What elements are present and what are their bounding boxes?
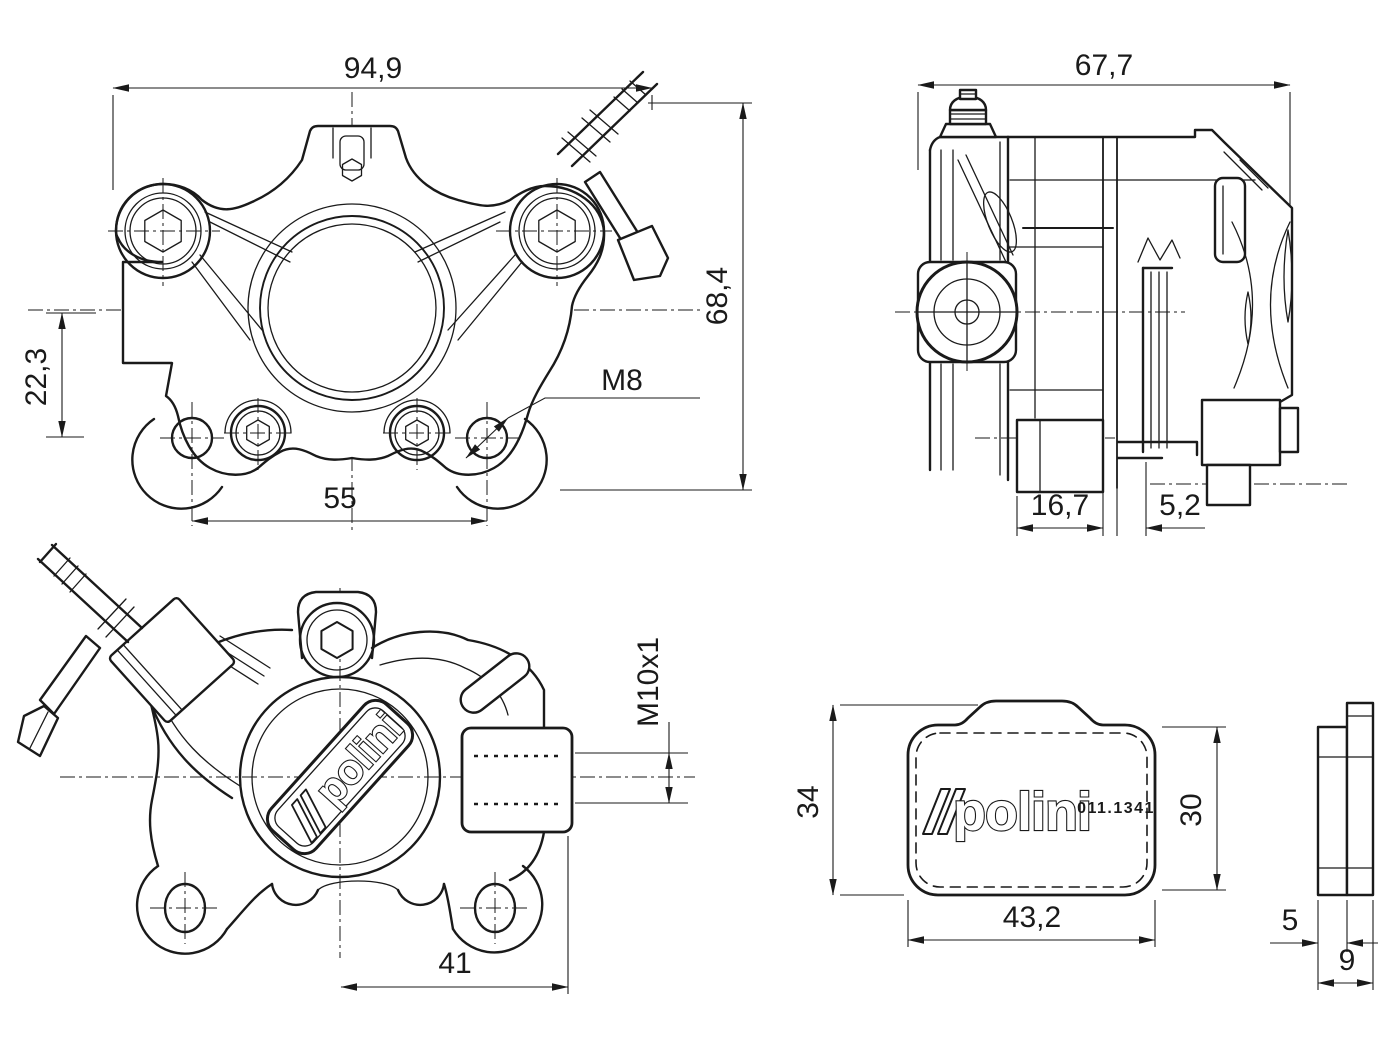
thread-callout-m10: M10x1 xyxy=(632,637,665,727)
foot-left xyxy=(1015,418,1105,494)
dim-side-foot: 16,7 xyxy=(1031,489,1089,522)
logo-slash-icon xyxy=(291,798,318,844)
pad-part-number: 011.1341 xyxy=(1077,800,1155,817)
rear-pin-bumps xyxy=(270,880,446,907)
dim-rear-offset: 41 xyxy=(438,947,471,980)
rear-banjo-bolt xyxy=(16,542,236,758)
pad-brand-logo: polini xyxy=(953,782,1091,842)
rear-lobe-left xyxy=(135,864,274,955)
logo-slash-icon xyxy=(937,788,966,835)
logo-slash-icon xyxy=(299,788,327,835)
thread-callout-m8: M8 xyxy=(601,364,643,397)
pad-pin-left xyxy=(224,398,292,470)
rear-view: polini xyxy=(16,542,695,994)
slotted-lug xyxy=(459,652,531,714)
logo-slash-icon xyxy=(922,788,951,835)
pad-backplate-edge xyxy=(1345,701,1375,897)
pad-lining-boundary xyxy=(915,732,1148,888)
dim-front-width: 94,9 xyxy=(344,52,402,85)
bleed-nipple xyxy=(938,88,998,139)
pad-face-view: polini 011.1341 xyxy=(906,699,1157,897)
pad-dimensions: 34 30 43,2 5 9 xyxy=(792,704,1378,990)
mounting-bolt-left xyxy=(108,178,220,286)
dim-front-bolt-spacing: 55 xyxy=(323,482,356,515)
rear-top-bolt xyxy=(298,601,376,679)
dim-side-gap: 5,2 xyxy=(1159,489,1201,522)
foot-right xyxy=(1200,398,1300,507)
pad-stack xyxy=(1116,176,1247,460)
pad-edge-view xyxy=(1316,701,1375,897)
pad-lining-edge xyxy=(1316,725,1349,897)
side-view: 67,7 16,7 5,2 xyxy=(895,49,1348,536)
pad-pin-right xyxy=(383,398,451,470)
piston-bore xyxy=(247,203,457,413)
retaining-clip-paddle xyxy=(616,224,670,282)
dim-pad-lining: 5 xyxy=(1282,904,1299,937)
side-dimensions: 67,7 16,7 5,2 xyxy=(917,49,1291,536)
dim-side-width: 67,7 xyxy=(1075,49,1133,82)
pad-views: polini 011.1341 34 30 43,2 xyxy=(792,699,1378,990)
dim-front-offset: 22,3 xyxy=(20,348,53,406)
mount-lobe-left xyxy=(131,417,224,510)
front-dimensions: 94,9 68,4 22,3 55 M8 xyxy=(20,52,752,525)
caliper-body-front xyxy=(114,124,606,476)
rear-clip-arm xyxy=(38,634,102,716)
inlet-fitting xyxy=(460,726,574,834)
casting-ribs xyxy=(191,211,523,341)
rear-dimensions: M10x1 41 xyxy=(340,637,688,994)
mounting-ear xyxy=(915,260,1019,364)
mount-hole-left xyxy=(160,402,224,526)
dim-pad-height-overall: 34 xyxy=(792,785,825,818)
mounting-bolt-right xyxy=(496,178,612,286)
casting-detail-right xyxy=(1223,151,1293,389)
dim-front-height: 68,4 xyxy=(701,267,734,325)
mount-lobe-right xyxy=(455,417,548,510)
dim-pad-total: 9 xyxy=(1339,944,1356,977)
top-bracket xyxy=(332,127,372,182)
dim-pad-width: 43,2 xyxy=(1003,901,1061,934)
disc-slot xyxy=(1102,136,1118,493)
rear-lobe-right xyxy=(442,864,544,954)
dim-pad-height-body: 30 xyxy=(1175,793,1208,826)
pad-outline xyxy=(906,699,1157,897)
front-view: 94,9 68,4 22,3 55 M8 xyxy=(20,52,752,530)
